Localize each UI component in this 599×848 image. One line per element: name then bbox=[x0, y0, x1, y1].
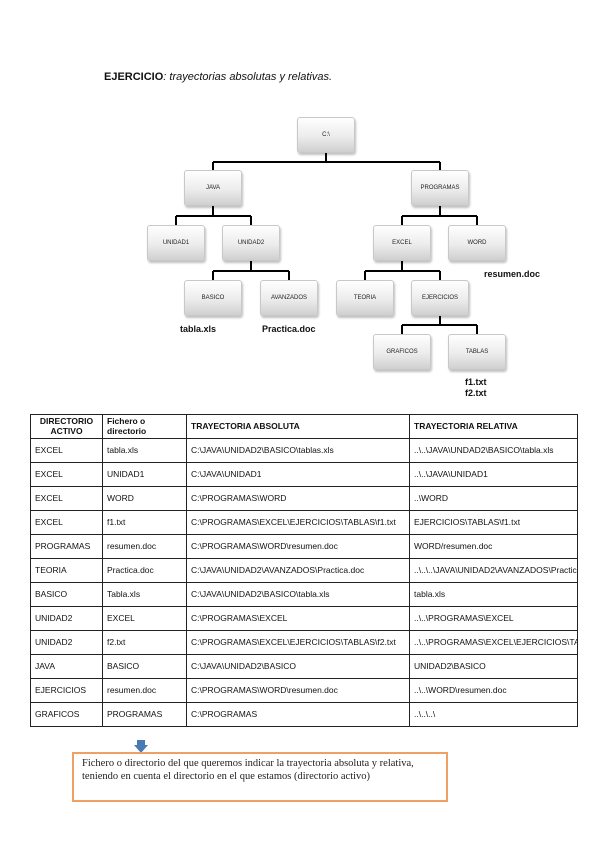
tree-node-unidad2: UNIDAD2 bbox=[222, 225, 280, 261]
tree-node-teoria: TEORIA bbox=[336, 280, 394, 316]
tree-connectors bbox=[175, 153, 478, 334]
cell-relative: WORD/resumen.doc bbox=[409, 534, 578, 559]
cell-active: EXCEL bbox=[30, 462, 103, 487]
cell-absolute: C:\PROGRAMAS\WORD\resumen.doc bbox=[186, 534, 410, 559]
cell-active: JAVA bbox=[30, 654, 103, 679]
cell-relative: EJERCICIOS\TABLAS\f1.txt bbox=[409, 510, 578, 535]
arrow-down-icon bbox=[134, 740, 148, 753]
header-fichero: Fichero o directorio bbox=[102, 414, 187, 439]
cell-absolute: C:\PROGRAMAS\EXCEL bbox=[186, 606, 410, 631]
cell-relative: ..\..\JAVA\UNIDAD1 bbox=[409, 462, 578, 487]
cell-target: resumen.doc bbox=[102, 678, 187, 703]
cell-absolute: C:\JAVA\UNIDAD1 bbox=[186, 462, 410, 487]
cell-absolute: C:\PROGRAMAS\EXCEL\EJERCICIOS\TABLAS\f2.… bbox=[186, 630, 410, 655]
cell-relative: ..\..\..\ bbox=[409, 702, 578, 727]
cell-target: EXCEL bbox=[102, 606, 187, 631]
header-trayectoria-absoluta: TRAYECTORIA ABSOLUTA bbox=[186, 414, 410, 439]
cell-active: BASICO bbox=[30, 582, 103, 607]
exercise-title: EJERCICIO: trayectorias absolutas y rela… bbox=[104, 71, 332, 83]
cell-absolute: C:\PROGRAMAS\WORD bbox=[186, 486, 410, 511]
cell-target: f2.txt bbox=[102, 630, 187, 655]
tree-node-ejercicios: EJERCICIOS bbox=[411, 280, 469, 316]
header-trayectoria-relativa: TRAYECTORIA RELATIVA bbox=[409, 414, 578, 439]
cell-active: EXCEL bbox=[30, 510, 103, 535]
cell-absolute: C:\JAVA\UNIDAD2\BASICO\tablas.xls bbox=[186, 438, 410, 463]
cell-absolute: C:\PROGRAMAS\WORD\resumen.doc bbox=[186, 678, 410, 703]
cell-relative: UNIDAD2\BASICO bbox=[409, 654, 578, 679]
cell-target: Practica.doc bbox=[102, 558, 187, 583]
tree-node-java: JAVA bbox=[184, 170, 242, 206]
file-f1-txt: f1.txt bbox=[465, 377, 487, 387]
tree-node-root: C:\ bbox=[297, 117, 355, 153]
file-practica-doc: Practica.doc bbox=[262, 324, 316, 334]
cell-target: f1.txt bbox=[102, 510, 187, 535]
tree-node-graficos: GRAFICOS bbox=[373, 334, 431, 370]
cell-relative: ..\..\WORD\resumen.doc bbox=[409, 678, 578, 703]
tree-node-excel: EXCEL bbox=[373, 225, 431, 261]
cell-active: GRAFICOS bbox=[30, 702, 103, 727]
cell-target: Tabla.xls bbox=[102, 582, 187, 607]
cell-absolute: C:\PROGRAMAS bbox=[186, 702, 410, 727]
tree-node-word: WORD bbox=[448, 225, 506, 261]
tree-node-avanzados: AVANZADOS bbox=[260, 280, 318, 316]
cell-absolute: C:\JAVA\UNIDAD2\BASICO\tabla.xls bbox=[186, 582, 410, 607]
cell-absolute: C:\JAVA\UNIDAD2\BASICO bbox=[186, 654, 410, 679]
cell-active: EJERCICIOS bbox=[30, 678, 103, 703]
cell-target: resumen.doc bbox=[102, 534, 187, 559]
title-subtitle: : trayectorias absolutas y relativas. bbox=[163, 71, 333, 83]
cell-target: tabla.xls bbox=[102, 438, 187, 463]
file-tabla-xls: tabla.xls bbox=[180, 324, 217, 334]
cell-relative: ..\..\JAVA\UNDAD2\BASICO\tabla.xls bbox=[409, 438, 578, 463]
tree-node-unidad1: UNIDAD1 bbox=[147, 225, 205, 261]
cell-active: PROGRAMAS bbox=[30, 534, 103, 559]
cell-relative: ..\WORD bbox=[409, 486, 578, 511]
tree-node-programas: PROGRAMAS bbox=[411, 170, 469, 206]
cell-target: BASICO bbox=[102, 654, 187, 679]
cell-relative: ..\..\PROGRAMAS\EXCEL bbox=[409, 606, 578, 631]
table-header-row: DIRECTORIO ACTIVO Fichero o directorio T… bbox=[30, 414, 578, 439]
explanation-note: Fichero o directorio del que queremos in… bbox=[72, 752, 448, 802]
cell-target: PROGRAMAS bbox=[102, 702, 187, 727]
cell-relative: tabla.xls bbox=[409, 582, 578, 607]
cell-absolute: C:\PROGRAMAS\EXCEL\EJERCICIOS\TABLAS\f1.… bbox=[186, 510, 410, 535]
paths-table: DIRECTORIO ACTIVO Fichero o directorio T… bbox=[30, 414, 578, 727]
header-directorio-activo: DIRECTORIO ACTIVO bbox=[30, 414, 103, 439]
cell-absolute: C:\JAVA\UNIDAD2\AVANZADOS\Practica.doc bbox=[186, 558, 410, 583]
cell-target: UNIDAD1 bbox=[102, 462, 187, 487]
cell-relative: ..\..\..\JAVA\UNIDAD2\AVANZADOS\Practica… bbox=[409, 558, 578, 583]
file-resumen-doc: resumen.doc bbox=[484, 269, 541, 279]
cell-active: EXCEL bbox=[30, 438, 103, 463]
cell-relative: ..\..\PROGRAMAS\EXCEL\EJERCICIOS\TABLAS\… bbox=[409, 630, 578, 655]
cell-active: UNIDAD2 bbox=[30, 606, 103, 631]
cell-active: EXCEL bbox=[30, 486, 103, 511]
cell-active: TEORIA bbox=[30, 558, 103, 583]
title-bold: EJERCICIO bbox=[104, 71, 164, 83]
file-f2-txt: f2.txt bbox=[465, 388, 487, 398]
tree-node-tablas: TABLAS bbox=[448, 334, 506, 370]
cell-active: UNIDAD2 bbox=[30, 630, 103, 655]
cell-target: WORD bbox=[102, 486, 187, 511]
tree-node-basico: BASICO bbox=[184, 280, 242, 316]
